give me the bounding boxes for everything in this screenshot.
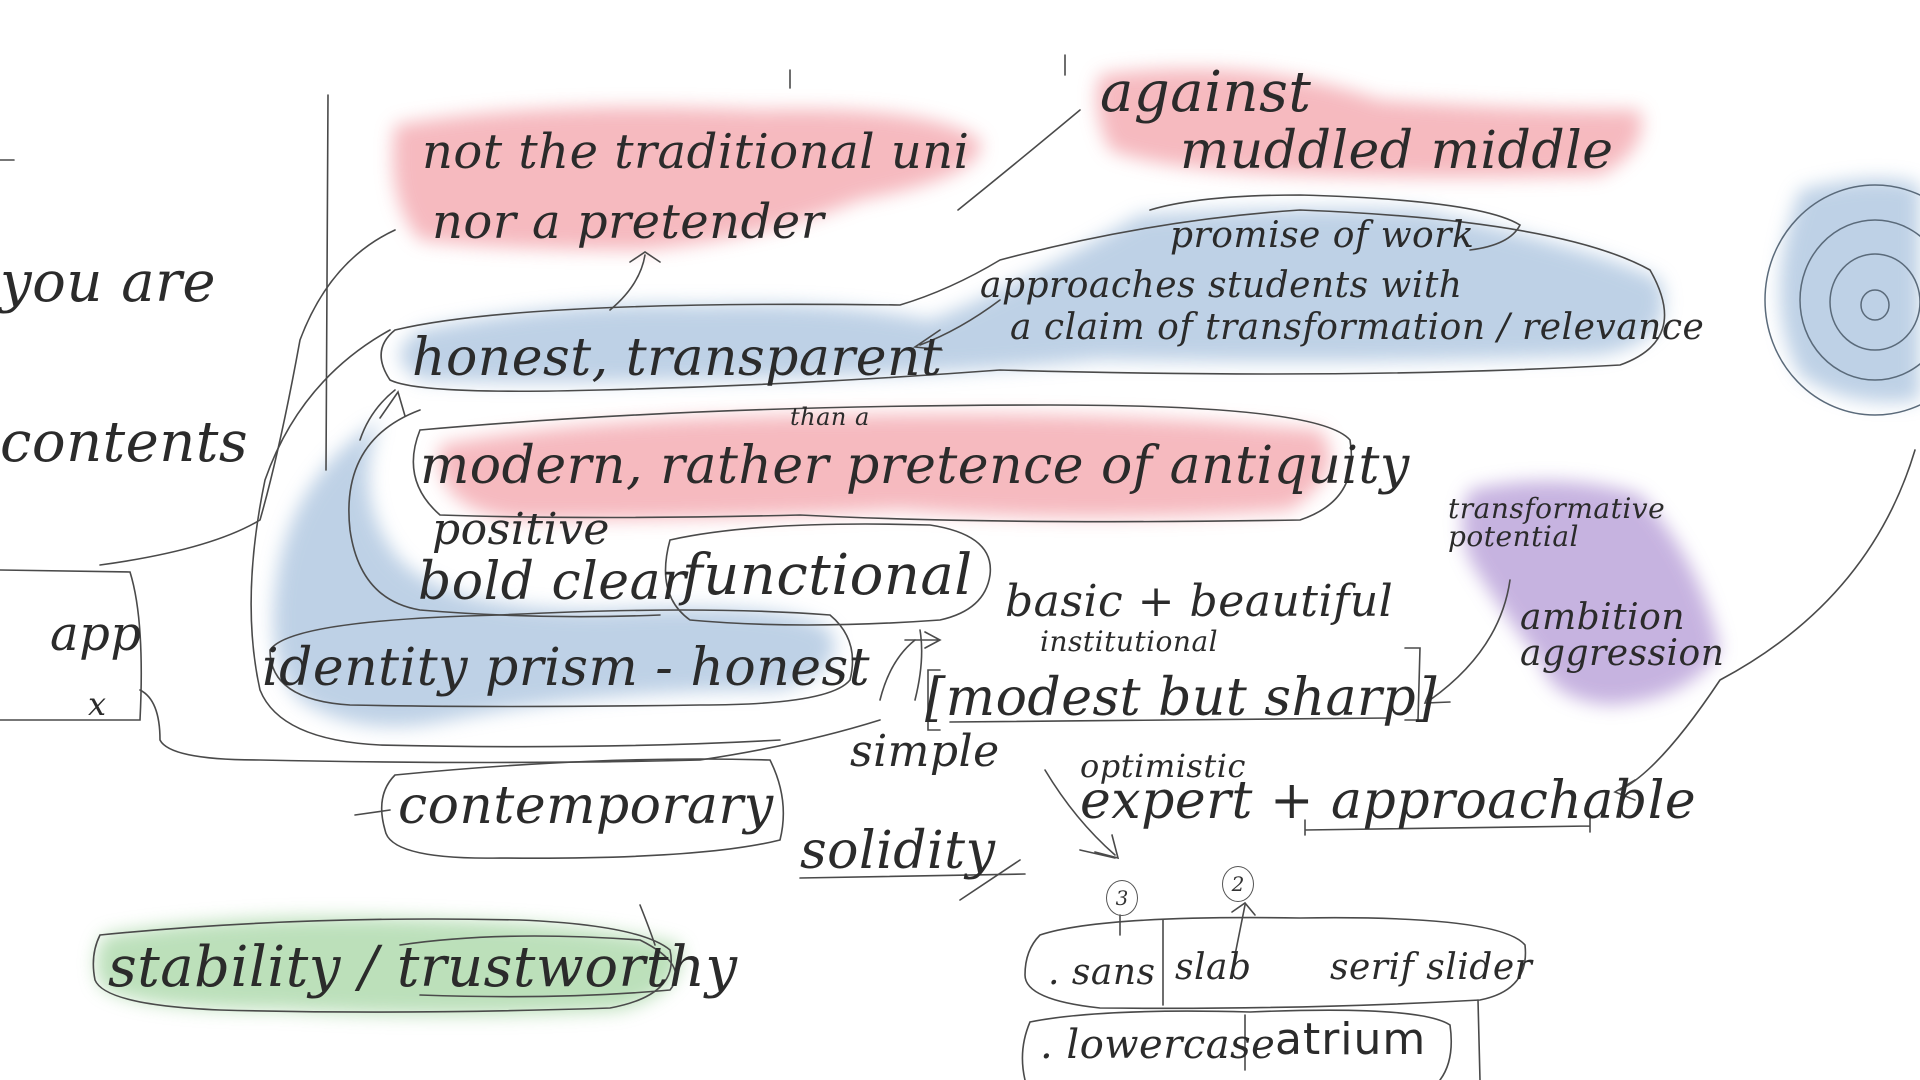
purple-wash bbox=[1462, 481, 1720, 705]
line-basic-left bbox=[879, 639, 916, 701]
bubble-identity bbox=[269, 609, 854, 708]
bold-clear-text: bold clear bbox=[418, 552, 687, 612]
arrow-purple-to-modest bbox=[1423, 579, 1511, 704]
pen-strokes bbox=[0, 54, 1916, 1080]
bracket-right bbox=[1404, 647, 1421, 721]
muddled-middle-text: muddled middle bbox=[1180, 121, 1614, 181]
red-wash-modern bbox=[439, 414, 1330, 520]
underline-solidity bbox=[799, 873, 1026, 879]
line-optimistic-down bbox=[1079, 849, 1116, 859]
loop-positive-bold bbox=[348, 409, 661, 618]
app-cross-mark: x bbox=[88, 685, 107, 723]
not-traditional-text: not the traditional uni bbox=[422, 124, 970, 180]
green-wash bbox=[96, 917, 682, 1015]
honest-transparent-text: honest, transparent bbox=[412, 328, 943, 388]
blue-wash-honest bbox=[400, 208, 1664, 383]
claim-transformation-text: a claim of transformation / relevance bbox=[1010, 307, 1705, 348]
solidity-text: solidity bbox=[800, 821, 996, 881]
underline-approachable bbox=[1304, 817, 1591, 836]
line-app-to-bottom bbox=[139, 689, 881, 764]
modern-rather-text: modern, rather pretence of antiquity bbox=[420, 436, 1410, 496]
slab-text: slab bbox=[1175, 947, 1252, 988]
than-a-text: than a bbox=[790, 403, 870, 431]
approaches-students-text: approaches students with bbox=[980, 265, 1463, 306]
sans-text: . sans bbox=[1048, 952, 1156, 993]
arrow-honest bbox=[379, 390, 406, 419]
bubble-stability bbox=[92, 918, 672, 1013]
bubble-contemporary bbox=[380, 758, 785, 859]
number-2-badge: 2 bbox=[1222, 866, 1254, 902]
institutional-text: institutional bbox=[1040, 625, 1219, 658]
target-icon bbox=[1764, 184, 1920, 416]
arrow-optimistic bbox=[1044, 769, 1120, 860]
app-label: app bbox=[50, 606, 142, 662]
arrow-basic-institutional bbox=[904, 631, 942, 649]
positive-text: positive bbox=[432, 504, 610, 555]
lowercase-text: . lowercase bbox=[1040, 1022, 1276, 1068]
serif-slider-text: serif slider bbox=[1330, 947, 1533, 988]
contents-label: contents bbox=[0, 410, 249, 475]
divider-line-left bbox=[325, 94, 329, 471]
functional-text: functional bbox=[682, 543, 973, 608]
basic-beautiful-text: basic + beautiful bbox=[1005, 576, 1394, 627]
line-pretender-to-left bbox=[99, 229, 396, 566]
line-pretender-to-against bbox=[957, 109, 1081, 211]
line-solidity-stroke bbox=[959, 859, 1021, 901]
optimistic-text: optimistic bbox=[1080, 747, 1246, 785]
outer-loop-left bbox=[250, 329, 781, 748]
contemporary-text: contemporary bbox=[398, 776, 774, 836]
line-middle-vertical bbox=[914, 629, 923, 701]
transformative-potential-text: transformative potential bbox=[1448, 492, 1666, 553]
bubble-trustworthy bbox=[399, 935, 677, 998]
bubble-promise bbox=[1149, 194, 1522, 251]
blue-wash-target bbox=[1780, 178, 1920, 403]
line-right-bottom bbox=[1477, 999, 1481, 1080]
you-are-label: you are bbox=[0, 250, 217, 315]
modest-but-sharp-text: [modest but sharp] bbox=[925, 668, 1437, 728]
arrow-up-pretender bbox=[609, 251, 661, 311]
atrium-text: atrium bbox=[1275, 1014, 1427, 1065]
red-wash-traditional bbox=[392, 107, 981, 250]
line-honest-connector bbox=[359, 389, 396, 441]
underline-modest bbox=[949, 717, 1391, 723]
bubble-lowercase bbox=[1021, 1009, 1453, 1080]
nor-pretender-text: nor a pretender bbox=[432, 194, 825, 250]
promise-of-work-text: promise of work bbox=[1170, 215, 1475, 256]
tick-trustworthy bbox=[639, 904, 656, 946]
bubble-modern bbox=[412, 404, 1353, 523]
bubble-fonts bbox=[1024, 916, 1527, 1010]
app-box bbox=[0, 569, 143, 721]
identity-prism-text: identity prism - honest bbox=[262, 638, 871, 698]
bubble-functional bbox=[664, 523, 992, 626]
arrow-approachable bbox=[1613, 779, 1636, 801]
simple-text: simple bbox=[850, 726, 1000, 777]
line-target-to-approachable bbox=[1619, 449, 1916, 791]
stability-trustworthy-text: stability / trustworthy bbox=[108, 935, 738, 1000]
color-washes bbox=[96, 68, 1920, 1015]
bubble-honest bbox=[380, 209, 1666, 393]
tick-contemporary-left bbox=[354, 809, 391, 816]
line-honest-arrow-left bbox=[912, 299, 1001, 351]
ambition-aggression-text: ambition aggression bbox=[1520, 597, 1725, 674]
against-text: against bbox=[1100, 60, 1312, 125]
red-wash-muddled bbox=[1096, 68, 1642, 178]
expert-approachable-text: expert + approachable bbox=[1080, 771, 1697, 831]
stem-2 bbox=[1231, 901, 1256, 956]
blue-wash-left-band bbox=[273, 420, 835, 727]
bracket-left bbox=[927, 669, 941, 731]
number-3-badge: 3 bbox=[1106, 880, 1138, 916]
